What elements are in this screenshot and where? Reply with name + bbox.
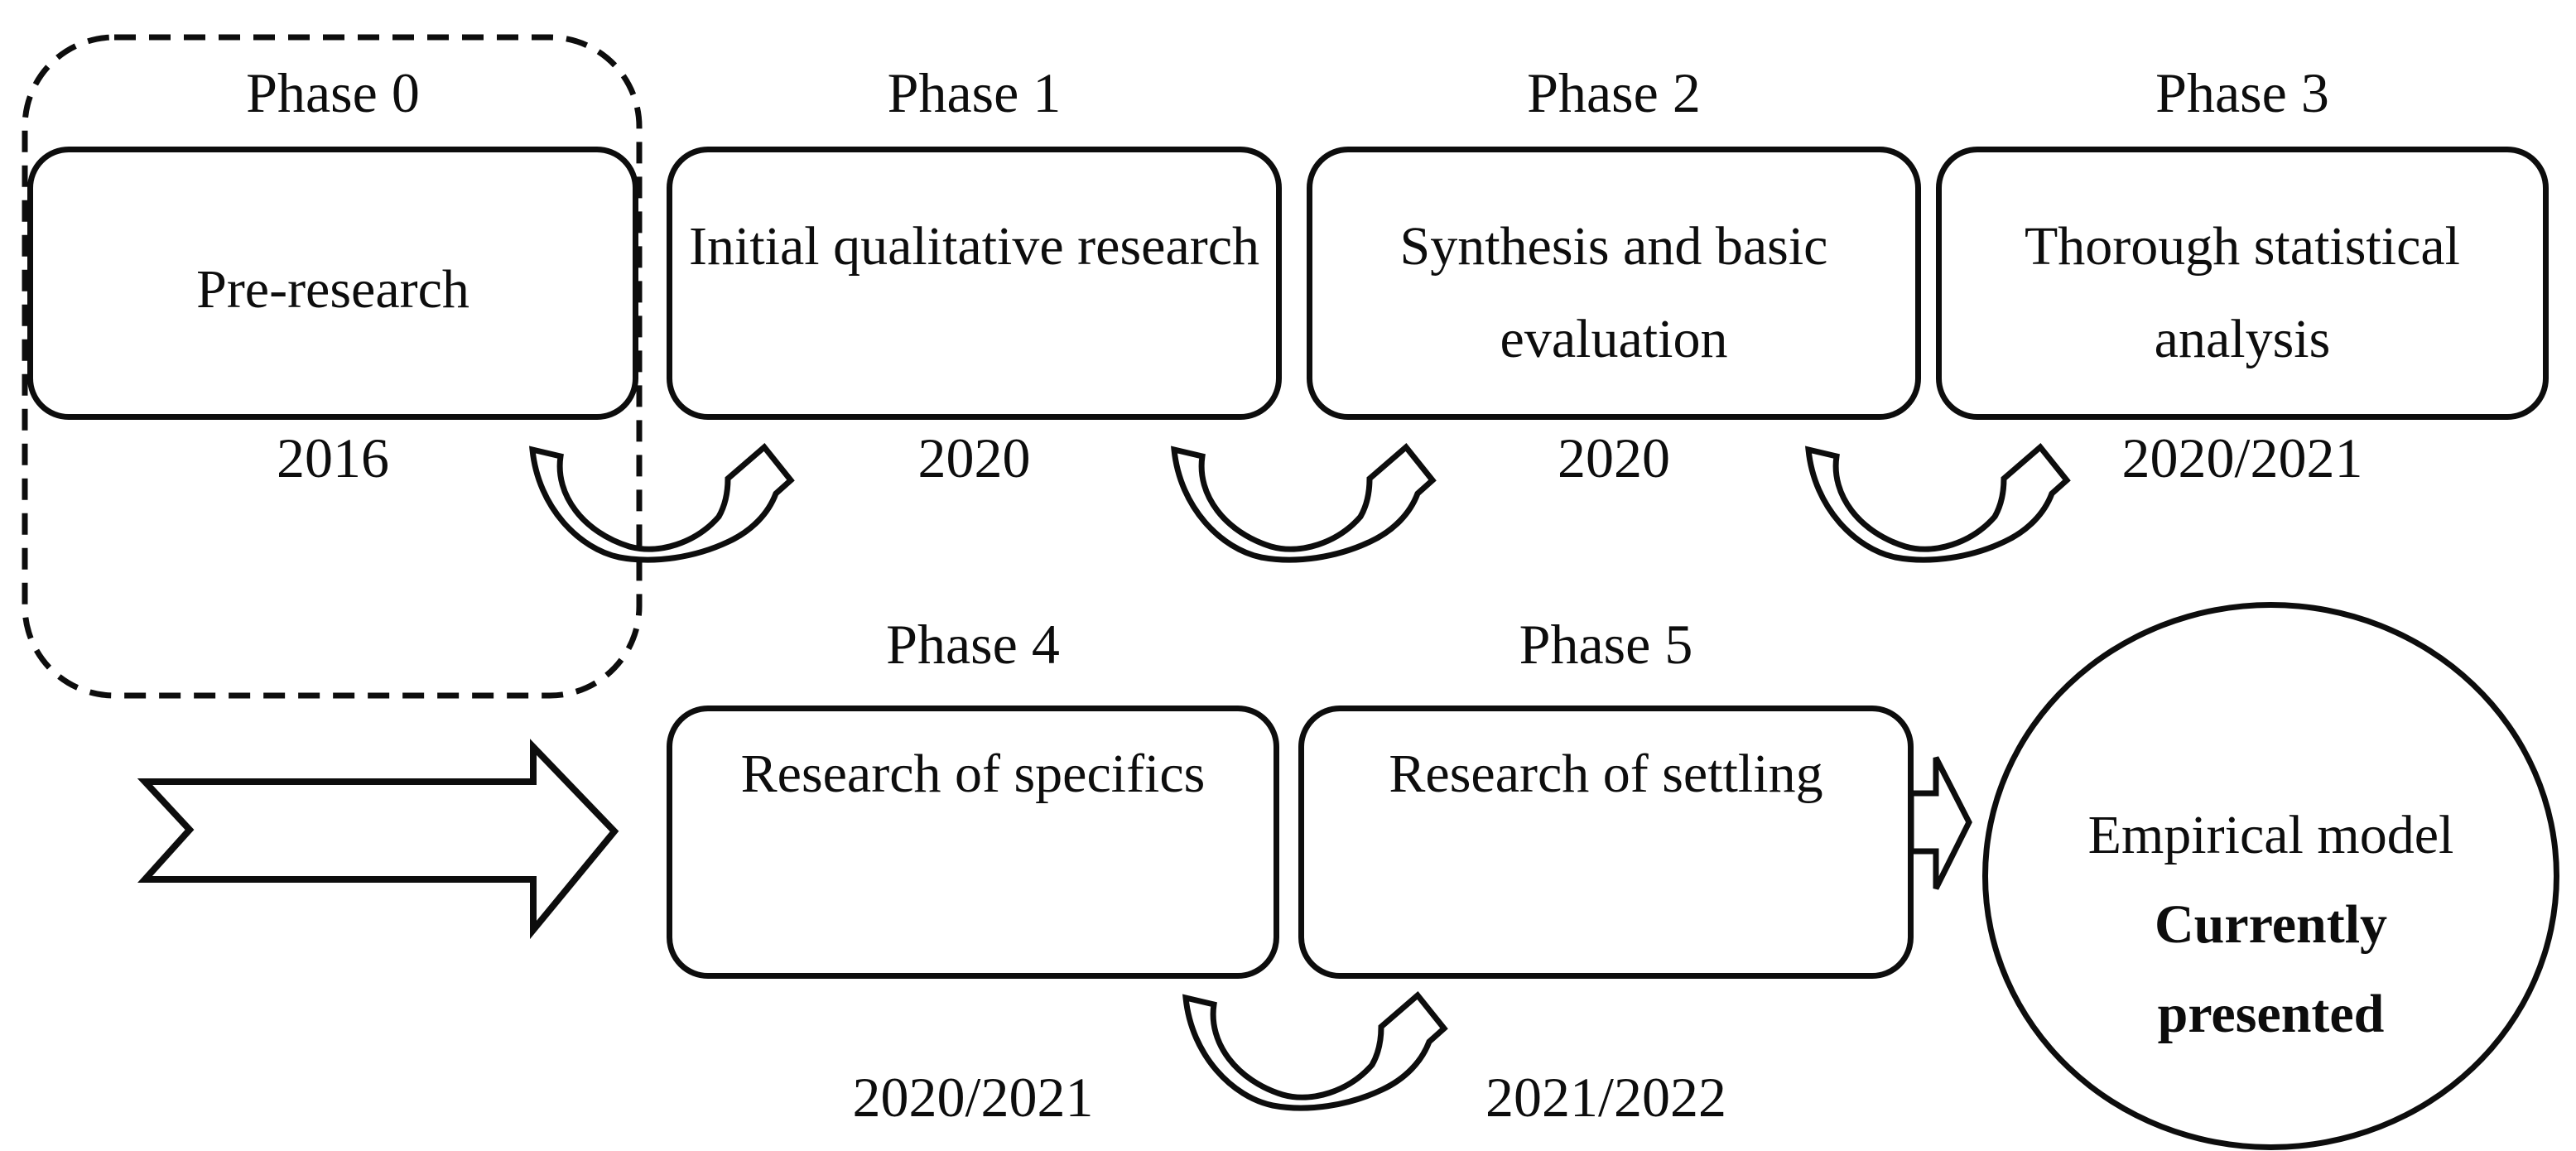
phase-0-label: Phase 0 <box>246 61 420 124</box>
phase-0-date: 2016 <box>277 426 389 489</box>
phase-3-text-line2: analysis <box>2154 309 2331 369</box>
small-arrow-icon-phase5-to-result <box>1908 756 1972 890</box>
phase-1-box: Initial qualitative research <box>667 147 1282 420</box>
phase-2-text-line2: evaluation <box>1500 309 1728 369</box>
result-line-presented: presented <box>2157 984 2385 1044</box>
block-arrow-icon-row-continuation <box>137 739 619 940</box>
phase-1-date: 2020 <box>917 426 1031 489</box>
phase-2-date: 2020 <box>1558 426 1670 489</box>
result-line-empirical-model: Empirical model <box>2087 805 2454 865</box>
phase-4-box: Research of specifics <box>667 706 1279 979</box>
phase-5-date: 2021/2022 <box>1485 1066 1726 1129</box>
phase-0-box: Pre-research <box>27 147 638 420</box>
phase0-dashed-boundary <box>22 34 643 699</box>
phase-3-label: Phase 3 <box>2155 61 2329 124</box>
phase-4-date: 2020/2021 <box>852 1066 1094 1129</box>
phase-0-text-line1: Pre-research <box>196 259 469 320</box>
phase-3-text-line1: Thorough statistical <box>2024 216 2461 277</box>
phase-1-label: Phase 1 <box>887 61 1062 124</box>
phase-5-label: Phase 5 <box>1519 613 1693 676</box>
phase-2-text-line1: Synthesis and basic <box>1399 216 1828 277</box>
result-line-currently: Currently <box>2154 894 2388 955</box>
phase-4-label: Phase 4 <box>886 613 1060 676</box>
phase-5-box: Research of settling <box>1298 706 1914 979</box>
phase-1-text-line1: Initial qualitative research <box>689 216 1260 277</box>
phase-3-date: 2020/2021 <box>2121 426 2363 489</box>
phase-2-label: Phase 2 <box>1527 61 1701 124</box>
phase-3-box: Thorough statistical analysis <box>1936 147 2549 420</box>
phase-4-text-line1: Research of specifics <box>740 744 1206 804</box>
phase-5-text-line1: Research of settling <box>1389 744 1823 804</box>
result-circle: Empirical model Currently presented <box>1982 602 2559 1150</box>
phase-2-box: Synthesis and basic evaluation <box>1307 147 1921 420</box>
